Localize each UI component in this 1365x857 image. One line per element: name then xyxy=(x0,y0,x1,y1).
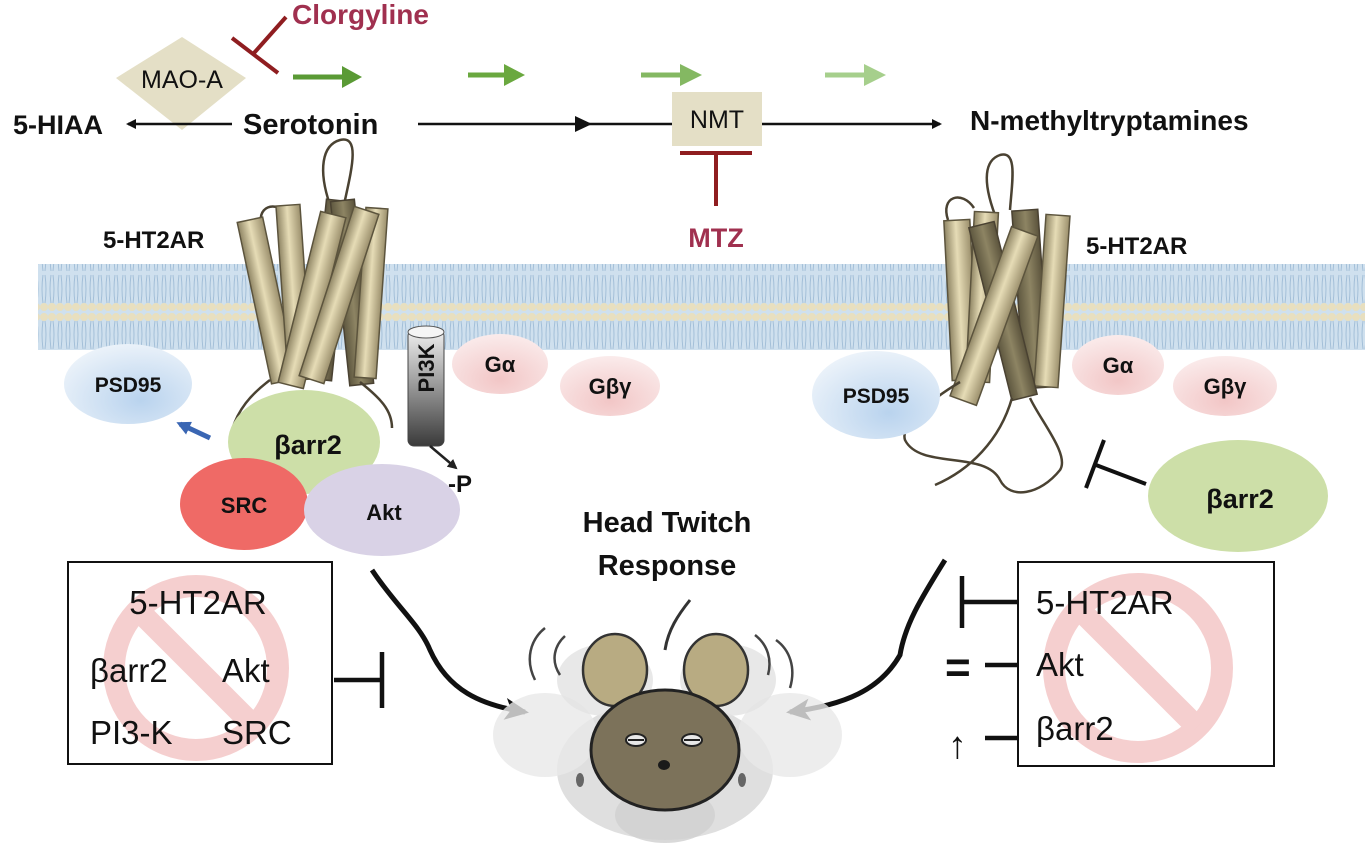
left-barr2-label: βarr2 xyxy=(274,430,342,460)
left-box-row3a: PI3-K xyxy=(90,714,173,751)
right-box-row1: 5-HT2AR xyxy=(1036,584,1174,621)
pi3k-label: PI3K xyxy=(414,343,439,392)
right-receptor-complex: 5-HT2AR PSD95 Gα Gβγ βarr2 xyxy=(812,153,1328,552)
right-barr2 xyxy=(1148,440,1328,552)
left-psd95 xyxy=(64,344,192,424)
5hiaa-label: 5-HIAA xyxy=(13,110,103,140)
left-receptor-label: 5-HT2AR xyxy=(103,227,204,254)
right-box-row2: Akt xyxy=(1036,646,1084,683)
akt-protein xyxy=(304,464,460,556)
clorgyline-inhibit-line xyxy=(252,15,288,55)
mao-a-label: MAO-A xyxy=(141,66,223,94)
mouse-head xyxy=(589,688,741,812)
right-g-betagamma xyxy=(1173,356,1277,416)
left-psd95-label: PSD95 xyxy=(95,374,162,397)
left-no-symbol xyxy=(103,575,289,761)
nmt-box xyxy=(672,92,762,146)
left-g-betagamma-label: Gβγ xyxy=(589,374,633,399)
left-receptor-helices xyxy=(236,198,389,390)
right-g-alpha xyxy=(1072,335,1164,395)
left-box-row2b: Akt xyxy=(222,652,270,689)
right-equal-marker: = xyxy=(945,643,971,692)
right-psd95 xyxy=(812,351,940,439)
left-box-row3b: SRC xyxy=(222,714,292,751)
left-box-row1: 5-HT2AR xyxy=(129,584,267,621)
cell-membrane xyxy=(38,264,1365,350)
pi3k-phospho-arrow xyxy=(429,445,458,470)
right-psd95-label: PSD95 xyxy=(843,385,910,408)
right-barr2-inhibit-bar xyxy=(1084,439,1106,489)
n-methyltryptamines-label: N-methyltryptamines xyxy=(970,105,1249,136)
right-knockout-box: 5-HT2AR Akt βarr2 xyxy=(1017,561,1275,767)
left-g-betagamma xyxy=(560,356,660,416)
left-knockout-box: 5-HT2AR βarr2 Akt PI3-K SRC xyxy=(67,561,333,765)
src-protein xyxy=(180,458,308,550)
flow-arrows-green xyxy=(293,64,886,88)
src-label: SRC xyxy=(221,493,268,518)
right-to-mouse-arrow xyxy=(786,558,948,721)
mtz-label: MTZ xyxy=(688,223,743,253)
left-g-alpha-label: Gα xyxy=(485,352,516,377)
right-g-betagamma-label: Gβγ xyxy=(1204,374,1248,399)
serotonin-label: Serotonin xyxy=(243,109,378,141)
metabolic-pathway: MAO-A Clorgyline 5-HIAA Serotonin NMT N-… xyxy=(13,0,1249,253)
nmt-label: NMT xyxy=(690,106,744,134)
akt-label: Akt xyxy=(366,500,402,525)
right-no-symbol xyxy=(1043,573,1233,763)
left-psd95-arrow xyxy=(176,421,212,441)
left-g-alpha xyxy=(452,334,548,394)
right-barr2-label: βarr2 xyxy=(1206,484,1274,514)
right-receptor-helices xyxy=(943,208,1071,407)
left-box-row2a: βarr2 xyxy=(90,652,168,689)
mouse-illustration xyxy=(493,599,842,843)
head-twitch-line1: Head Twitch xyxy=(583,507,752,539)
right-receptor-label: 5-HT2AR xyxy=(1086,233,1187,260)
left-receptor-complex: 5-HT2AR PSD95 βarr2 PI3K -P xyxy=(64,138,660,556)
clorgyline-label: Clorgyline xyxy=(292,0,429,30)
right-barr2-inhibit-line xyxy=(1095,463,1147,486)
head-twitch-line2: Response xyxy=(598,550,737,582)
left-to-mouse-arrow xyxy=(369,568,529,720)
clorgyline-inhibit-bar xyxy=(230,36,280,75)
right-box-row3: βarr2 xyxy=(1036,710,1114,747)
right-increase-marker: ↑ xyxy=(948,725,967,767)
right-g-alpha-label: Gα xyxy=(1103,353,1134,378)
mao-a-diamond xyxy=(116,37,246,130)
